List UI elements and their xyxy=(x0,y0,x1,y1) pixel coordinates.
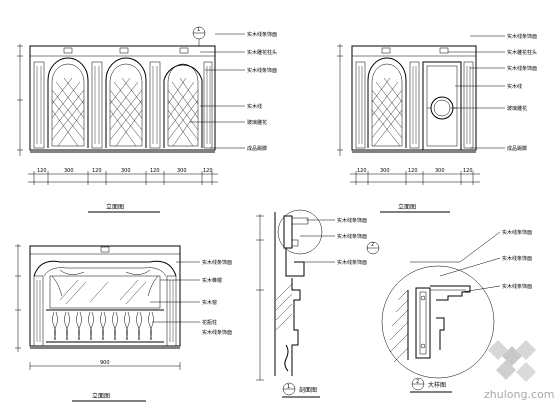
detail-2-annotations: 实木线条饰面 实木线条饰面 实木线条饰面 xyxy=(410,229,532,293)
elevation-c-dimensions: 900 xyxy=(15,244,181,370)
svg-text:实木线条饰面: 实木线条饰面 xyxy=(337,233,367,240)
svg-text:300: 300 xyxy=(177,168,187,174)
svg-text:实木线条饰面: 实木线条饰面 xyxy=(502,255,532,262)
watermark-text: zhulong.com xyxy=(484,388,554,401)
elevation-b-annotations: 实木线条饰面 实木雕花柱头 实木线条饰面 实木线 玻璃雕花 成品踢脚 xyxy=(448,33,537,152)
svg-text:实木线条饰面: 实木线条饰面 xyxy=(247,31,277,38)
section-1: 2 实木线条饰面 实木线条饰面 实木线条饰面 1 剖面图 xyxy=(256,209,380,398)
elevation-a-pilasters xyxy=(33,61,213,149)
svg-text:实木线: 实木线 xyxy=(507,83,522,90)
elevation-a-annotations: 实木线条饰面 实木雕花柱头 实木线条饰面 实木线 玻璃雕花 成品踢脚 xyxy=(190,31,277,152)
section-1-callout: 2 xyxy=(366,241,380,255)
elevation-a: 1 实木线条饰面 实木雕花柱头 实木线条饰面 实木线 玻璃雕花 成品踢脚 xyxy=(17,26,277,213)
svg-text:120: 120 xyxy=(150,168,160,174)
elevation-a-horizontal-dimension: 120 300 120 300 120 300 120 xyxy=(28,168,218,185)
svg-text:2: 2 xyxy=(371,242,374,248)
svg-text:120: 120 xyxy=(463,168,473,174)
svg-text:实木雕花柱头: 实木雕花柱头 xyxy=(247,49,277,56)
section-1-title: 剖面图 xyxy=(299,386,317,394)
elevation-c: 实木线条饰面 实木帷幔 实木窗 花瓶柱 实木线条饰面 900 立面图 xyxy=(15,244,232,402)
elevation-b-frame xyxy=(351,45,477,151)
elevation-a-arched-panels xyxy=(47,57,203,148)
svg-text:实木线: 实木线 xyxy=(247,103,262,110)
detail-2-title: 大样图 xyxy=(428,381,446,389)
elevation-a-frame xyxy=(29,45,216,151)
elevation-a-glass-pattern xyxy=(51,77,199,147)
elevation-c-balustrade xyxy=(46,309,164,343)
svg-text:900: 900 xyxy=(100,360,110,366)
elevation-b: 实木线条饰面 实木雕花柱头 实木线条饰面 实木线 玻璃雕花 成品踢脚 xyxy=(337,33,537,213)
section-1-annotations: 实木线条饰面 实木线条饰面 实木线条饰面 xyxy=(300,217,367,266)
svg-text:1: 1 xyxy=(197,27,200,33)
watermark-logo-icon xyxy=(488,340,536,382)
svg-text:玻璃雕花: 玻璃雕花 xyxy=(507,105,527,112)
svg-text:实木线条饰面: 实木线条饰面 xyxy=(202,329,232,336)
svg-text:120: 120 xyxy=(92,168,102,174)
section-1-detail-circle xyxy=(277,209,323,255)
svg-text:玻璃雕花: 玻璃雕花 xyxy=(247,119,267,126)
svg-text:120: 120 xyxy=(357,168,367,174)
svg-text:成品踢脚: 成品踢脚 xyxy=(247,145,267,152)
svg-text:实木线条饰面: 实木线条饰面 xyxy=(507,33,537,40)
elevation-a-vertical-dimension xyxy=(17,44,23,156)
svg-text:120: 120 xyxy=(203,168,213,174)
detail-2-circle xyxy=(381,265,495,379)
svg-text:实木线条饰面: 实木线条饰面 xyxy=(247,67,277,74)
watermark: zhulong.com xyxy=(484,340,554,401)
elevation-a-title: 立面图 xyxy=(106,203,124,211)
svg-text:实木线条饰面: 实木线条饰面 xyxy=(337,217,367,224)
elevation-b-title: 立面图 xyxy=(398,203,416,211)
elevation-b-door xyxy=(422,61,462,151)
svg-text:300: 300 xyxy=(121,168,131,174)
elevation-c-frame xyxy=(29,245,181,347)
svg-text:实木帷幔: 实木帷幔 xyxy=(202,277,222,284)
svg-text:实木线条饰面: 实木线条饰面 xyxy=(202,259,232,266)
svg-text:实木线条饰面: 实木线条饰面 xyxy=(507,65,537,72)
elevation-b-dimensions: 120 300 120 300 120 xyxy=(337,44,480,185)
svg-text:300: 300 xyxy=(64,168,74,174)
svg-text:300: 300 xyxy=(380,168,390,174)
keystone xyxy=(63,47,73,54)
elevation-a-callout: 1 xyxy=(192,26,206,46)
detail-2: 实木线条饰面 实木线条饰面 实木线条饰面 2 大样图 xyxy=(381,229,532,393)
detail-2-tag: 2 xyxy=(416,379,419,385)
svg-text:120: 120 xyxy=(408,168,418,174)
svg-text:花瓶柱: 花瓶柱 xyxy=(202,319,217,326)
svg-text:实木线条饰面: 实木线条饰面 xyxy=(502,229,532,236)
elevation-c-valance xyxy=(33,260,177,297)
svg-text:实木雕花柱头: 实木雕花柱头 xyxy=(507,49,537,56)
svg-text:实木线条饰面: 实木线条饰面 xyxy=(337,259,367,266)
elevation-c-annotations: 实木线条饰面 实木帷幔 实木窗 花瓶柱 实木线条饰面 xyxy=(150,259,232,336)
elevation-c-title: 立面图 xyxy=(92,392,110,400)
svg-text:300: 300 xyxy=(435,168,445,174)
keystone xyxy=(179,47,189,54)
section-1-tag: 1 xyxy=(287,384,290,390)
svg-text:120: 120 xyxy=(37,168,47,174)
keystone xyxy=(119,47,129,54)
svg-text:实木线条饰面: 实木线条饰面 xyxy=(502,283,532,290)
elevation-c-window xyxy=(49,275,161,309)
svg-text:实木窗: 实木窗 xyxy=(202,299,217,306)
elevation-b-arched-panel xyxy=(367,57,407,148)
svg-text:成品踢脚: 成品踢脚 xyxy=(507,145,527,152)
